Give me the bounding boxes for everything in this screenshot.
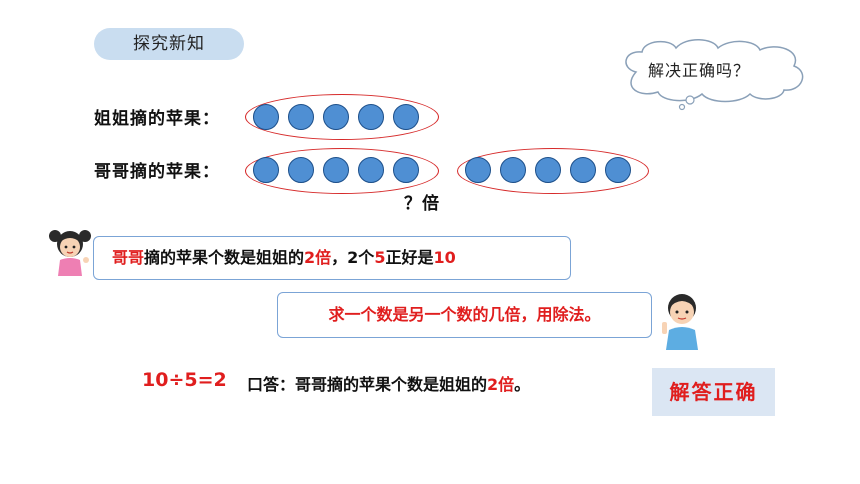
girl-avatar-icon [48, 226, 94, 278]
apple-icon [393, 104, 419, 130]
speech-text: 摘的苹果个数是姐姐的 [144, 248, 305, 267]
answer-prefix: 口答：哥哥摘的苹果个数是姐姐的 [247, 375, 488, 394]
girl-speech-box: 哥哥摘的苹果个数是姐姐的2倍，2个5正好是10 [93, 236, 571, 280]
apple-icon [535, 157, 561, 183]
brother-apples-group-2 [457, 148, 649, 194]
speech-subject: 哥哥 [112, 248, 145, 267]
apple-icon [358, 157, 384, 183]
apple-icon [323, 157, 349, 183]
apple-icon [253, 104, 279, 130]
apple-icon [323, 104, 349, 130]
apple-icon [358, 104, 384, 130]
speech-text: 正好是 [385, 248, 434, 267]
speech-text: ，2个 [331, 248, 375, 267]
speech-number: 10 [433, 248, 456, 267]
boy-avatar-icon [656, 288, 708, 352]
equation: 10÷5=2 [142, 369, 227, 391]
brother-row-label: 哥哥摘的苹果： [94, 162, 220, 182]
apple-icon [288, 157, 314, 183]
apple-icon [253, 157, 279, 183]
sister-apples-group [245, 94, 439, 140]
apple-icon [570, 157, 596, 183]
answer-line: 口答：哥哥摘的苹果个数是姐姐的2倍。 [247, 371, 530, 395]
apple-icon [288, 104, 314, 130]
apple-icon [465, 157, 491, 183]
speech-number: 5 [374, 248, 386, 267]
speech-times: 2倍 [304, 248, 332, 267]
thought-cloud-icon [614, 36, 812, 112]
section-tab: 探究新知 [94, 28, 244, 60]
verdict-button[interactable]: 解答正确 [652, 368, 775, 416]
sister-row-label: 姐姐摘的苹果： [94, 109, 220, 129]
answer-value: 2倍 [487, 375, 515, 394]
brother-apples-group-1 [245, 148, 439, 194]
answer-suffix: 。 [514, 375, 531, 394]
thought-bubble-text: 解决正确吗？ [648, 61, 751, 80]
apple-icon [605, 157, 631, 183]
apple-icon [393, 157, 419, 183]
times-question-label: ？倍 [404, 194, 440, 214]
boy-speech-box: 求一个数是另一个数的几倍，用除法。 [277, 292, 652, 338]
apple-icon [500, 157, 526, 183]
